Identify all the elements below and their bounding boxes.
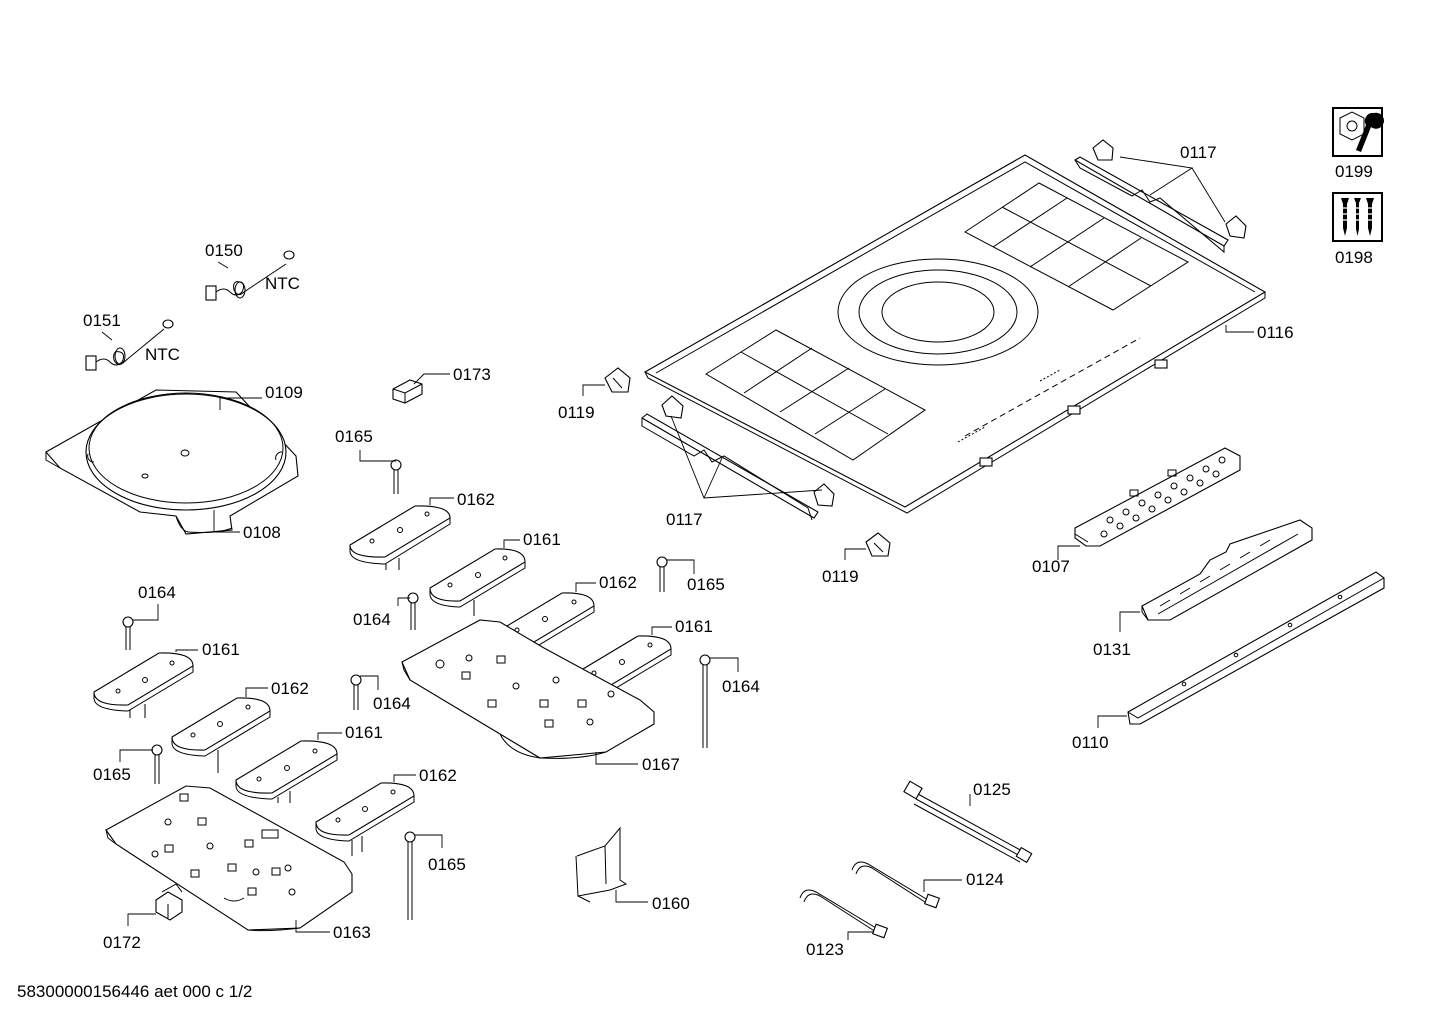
spacer-0165-b: [656, 556, 668, 592]
part-label-0161-c: 0161: [202, 640, 240, 659]
part-label-0125: 0125: [973, 780, 1011, 799]
coil-pad-0162-c: [171, 697, 271, 773]
part-label-0110: 0110: [1072, 733, 1109, 752]
part-label-0165-d: 0165: [428, 855, 466, 874]
coil-pad-0161-a: [429, 548, 526, 616]
part-label-0107: 0107: [1032, 557, 1070, 576]
rail-0110: [1127, 571, 1385, 725]
bracket-0160: [575, 826, 628, 903]
part-label-0109: 0109: [265, 383, 303, 402]
part-label-0198: 0198: [1335, 248, 1373, 267]
pin-0165-d: [404, 831, 416, 920]
part-label-0164-c: 0164: [373, 694, 411, 713]
ntc-label-0151: NTC: [145, 345, 180, 364]
part-label-0116: 0116: [1257, 323, 1294, 342]
part-label-0167: 0167: [642, 755, 680, 774]
part-label-0160: 0160: [652, 894, 690, 913]
wrench-nut-icon: [1332, 107, 1384, 157]
part-label-0172: 0172: [103, 933, 141, 952]
part-label-0163: 0163: [333, 923, 371, 942]
part-label-0123: 0123: [806, 940, 844, 959]
ntc-label-0150: NTC: [265, 274, 300, 293]
part-label-0151: 0151: [83, 311, 121, 330]
part-0173: [392, 379, 423, 404]
part-label-0161-a: 0161: [523, 530, 561, 549]
cable-harness-0125: [903, 780, 1033, 864]
part-label-0131: 0131: [1093, 640, 1131, 659]
part-label-0108: 0108: [243, 523, 281, 542]
part-label-0161-d: 0161: [345, 723, 383, 742]
carrier-tray-0167: [401, 619, 655, 759]
part-label-0165-a: 0165: [335, 427, 373, 446]
part-label-0150: 0150: [205, 241, 243, 260]
carrier-tray-0163: [105, 785, 353, 932]
part-label-0162-b: 0162: [599, 573, 637, 592]
part-label-0165-b: 0165: [687, 575, 725, 594]
part-label-0119-top: 0119: [558, 403, 595, 422]
pin-0164-d: [699, 654, 711, 748]
spacer-0164-c: [350, 674, 362, 710]
spacer-0165-a: [390, 459, 402, 494]
spacer-0165-c: [151, 744, 163, 784]
part-label-0117-front: 0117: [666, 510, 703, 529]
screws-icon: [1332, 192, 1383, 242]
part-label-0119-bottom: 0119: [822, 567, 859, 586]
coil-pad-0162-d: [315, 782, 415, 856]
document-id: 58300000156446 aet 000 c 1/2: [17, 982, 252, 1001]
board-holder-0131: [1141, 519, 1313, 621]
part-label-0164-a: 0164: [138, 583, 176, 602]
part-label-0165-c: 0165: [93, 765, 131, 784]
coil-pad-0162-a: [349, 505, 451, 570]
spacer-0164-b: [407, 592, 419, 630]
mounting-rail-front: [641, 395, 835, 521]
part-label-0164-b: 0164: [353, 610, 391, 629]
spacer-0164-a: [122, 616, 134, 650]
part-label-0124: 0124: [966, 870, 1004, 889]
ntc-sensor-0151: [85, 319, 174, 371]
control-board-0107: [1074, 447, 1241, 547]
round-coil-0109: [85, 392, 287, 511]
part-label-0164-d: 0164: [722, 677, 760, 696]
part-label-0173: 0173: [453, 365, 491, 384]
clip-0119-bottom: [865, 532, 891, 557]
part-label-0199: 0199: [1335, 162, 1373, 181]
coil-pad-0161-c: [93, 652, 194, 718]
ntc-sensor-0150: [205, 250, 295, 301]
part-label-0117-rear: 0117: [1180, 143, 1217, 162]
part-label-0161-b: 0161: [675, 617, 713, 636]
glass-ceramic-hob-top: [643, 154, 1267, 514]
clip-0119-top: [604, 367, 631, 393]
clip-0172: [155, 883, 183, 921]
part-label-0162-a: 0162: [457, 490, 495, 509]
cable-0124: [851, 861, 941, 909]
mounting-rail-rear: [1073, 139, 1247, 254]
coil-pad-0161-d: [235, 740, 338, 803]
part-label-0162-d: 0162: [419, 766, 457, 785]
part-label-0162-c: 0162: [271, 679, 309, 698]
cable-0123: [799, 889, 889, 939]
